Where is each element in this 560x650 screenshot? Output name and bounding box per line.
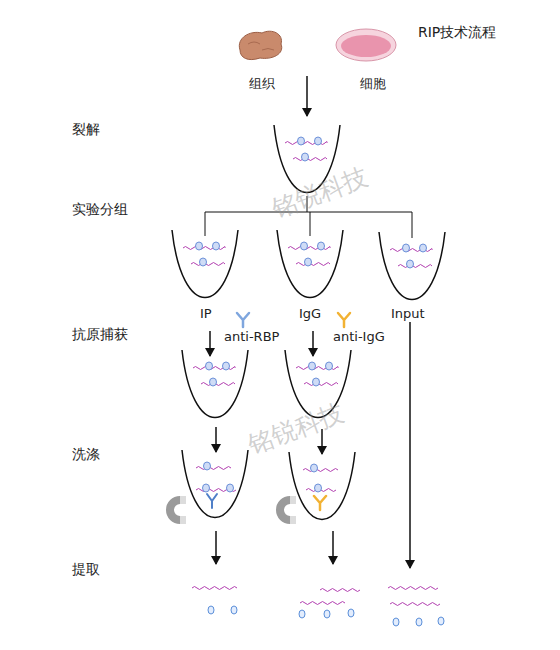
step-label: 提取 xyxy=(72,561,100,578)
rna-protein-mix xyxy=(288,242,330,266)
extracted-rna xyxy=(192,587,440,606)
rbp-protein xyxy=(227,484,234,492)
cell-dish xyxy=(336,29,396,61)
tube xyxy=(182,450,248,518)
rbp-protein xyxy=(204,462,211,470)
antibody-label: anti-IgG xyxy=(333,329,385,345)
rna-protein-mix xyxy=(390,244,432,268)
rna-protein-mix xyxy=(183,242,225,266)
flow-arrow xyxy=(306,76,308,116)
group-label: IP xyxy=(200,306,212,322)
watermark: 铭锐科技 xyxy=(268,162,372,224)
cell-dish-medium xyxy=(341,35,391,57)
flow-arrow xyxy=(409,322,411,568)
rna-strand xyxy=(196,467,231,470)
tube xyxy=(277,230,343,298)
rna-protein-mix xyxy=(296,362,338,386)
tube xyxy=(379,232,445,300)
rbp-protein xyxy=(203,484,210,492)
flow-arrow xyxy=(215,427,217,452)
antibody-symbol xyxy=(338,313,350,327)
diagram-title: RIP技术流程 xyxy=(418,24,496,41)
rna-protein-mix xyxy=(193,362,235,386)
step-label: 裂解 xyxy=(72,121,100,138)
tissue-icon xyxy=(239,31,281,59)
sample-label: 细胞 xyxy=(360,76,386,92)
magnet-symbol xyxy=(280,500,290,520)
antibody-symbol xyxy=(237,313,249,327)
antibody-label: anti-RBP xyxy=(224,329,279,345)
magnet-symbol xyxy=(170,500,180,520)
tissue-texture xyxy=(248,42,274,50)
sample-label: 组织 xyxy=(249,76,275,92)
step-label: 实验分组 xyxy=(72,201,128,218)
flow-arrow xyxy=(312,331,314,356)
extracted-protein xyxy=(208,606,444,626)
tube xyxy=(182,350,248,418)
tube xyxy=(172,230,238,298)
magnet-tip xyxy=(180,500,186,520)
group-label: Input xyxy=(391,306,425,322)
flow-arrow xyxy=(332,531,334,564)
antibody-symbol xyxy=(314,496,326,510)
group-label: IgG xyxy=(299,306,321,322)
antibody-symbol xyxy=(207,494,217,508)
rna-protein-mix xyxy=(285,137,327,161)
flow-arrow xyxy=(215,531,217,564)
tube xyxy=(289,452,355,520)
step-label: 洗涤 xyxy=(72,446,100,463)
watermark: 铭锐科技 xyxy=(244,398,348,460)
flow-arrow xyxy=(209,331,211,356)
rbp-protein xyxy=(315,484,322,492)
magnet-tip xyxy=(290,500,296,520)
rna-strand xyxy=(303,469,338,472)
step-label: 抗原捕获 xyxy=(72,326,128,343)
rbp-protein xyxy=(311,464,318,472)
